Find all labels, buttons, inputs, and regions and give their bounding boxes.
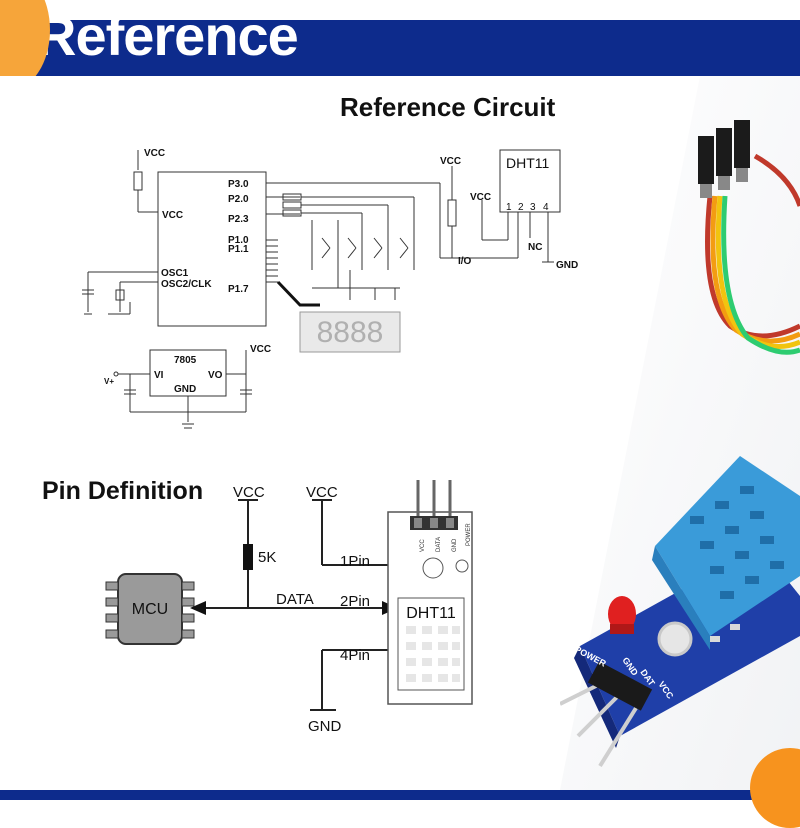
pin-p10: P1.0 (228, 235, 249, 246)
product-photo: POWER GND DAT VCC (560, 76, 800, 790)
dht11-chip-label: DHT11 (506, 155, 550, 171)
dht-pin-3: 3 (530, 202, 536, 213)
mcu-chip: MCU (105, 573, 195, 645)
pin-osc2: OSC2/CLK (161, 279, 212, 290)
regulator-vo: VO (208, 370, 223, 381)
label-vcc-dht: VCC (440, 156, 461, 167)
resistor-5k (243, 544, 253, 570)
label-vcc-left: VCC (233, 484, 265, 501)
regulator-vi: VI (154, 370, 164, 381)
label-vcc-right: VCC (306, 484, 338, 501)
mcu-label: MCU (132, 601, 168, 618)
label-gnd: GND (556, 260, 578, 271)
dht-pin-4: 4 (543, 202, 549, 213)
label-gnd: GND (308, 718, 342, 735)
label-1pin: 1Pin (340, 553, 370, 570)
corner-decoration (0, 0, 50, 76)
reference-circuit-heading: Reference Circuit (340, 92, 556, 122)
dht11-module-photo: POWER GND DAT VCC (560, 456, 800, 768)
regulator-vcc: VCC (250, 344, 271, 355)
pin-p17: P1.7 (228, 284, 249, 295)
regulator-gnd: GND (174, 384, 196, 395)
label-data: DATA (276, 591, 314, 608)
regulator-vplus: V+ (104, 377, 114, 386)
label-vcc-top: VCC (144, 148, 165, 159)
dht11-module-drawing: DHT11 VCC DATA GND POWER (387, 480, 473, 705)
dht-pin-1: 1 (506, 202, 512, 213)
display-digits: 8888 (317, 316, 384, 349)
regulator-name: 7805 (174, 355, 197, 366)
pin-p23: P2.3 (228, 214, 249, 225)
label-mcu-vcc: VCC (162, 210, 183, 221)
pin-p30: P3.0 (228, 179, 249, 190)
label-4pin: 4Pin (340, 647, 370, 664)
bottom-bar (0, 790, 800, 800)
pin-p11: P1.1 (228, 244, 249, 255)
dht-pin-2: 2 (518, 202, 524, 213)
pin-definition-diagram: MCU DHT11 VCC DATA GND POWER VCC VCC 5K … (105, 480, 473, 735)
label-vcc-pin1: VCC (470, 192, 491, 203)
header-label-vcc: VCC (420, 539, 426, 552)
reference-circuit-schematic: 8888 VCC VCC P3.0 P2.0 P2.3 P1.0 P1.1 P1… (82, 148, 578, 429)
seven-segment-display: 8888 (299, 311, 401, 353)
module-label: DHT11 (406, 605, 456, 622)
banner-title: Reference (36, 4, 299, 67)
pin-p20: P2.0 (228, 194, 249, 205)
banner-bar (0, 20, 800, 76)
label-io: I/O (458, 256, 472, 267)
label-nc: NC (528, 242, 542, 253)
wire-bundle (698, 120, 800, 355)
label-2pin: 2Pin (340, 593, 370, 610)
header-label-gnd: GND (452, 538, 458, 552)
label-5k: 5K (258, 549, 276, 566)
header-label-data: DATA (436, 537, 442, 552)
power-label: POWER (466, 523, 472, 546)
pin-osc1: OSC1 (161, 268, 189, 279)
pin-definition-heading: Pin Definition (42, 477, 204, 505)
banner: Reference (0, 0, 800, 76)
